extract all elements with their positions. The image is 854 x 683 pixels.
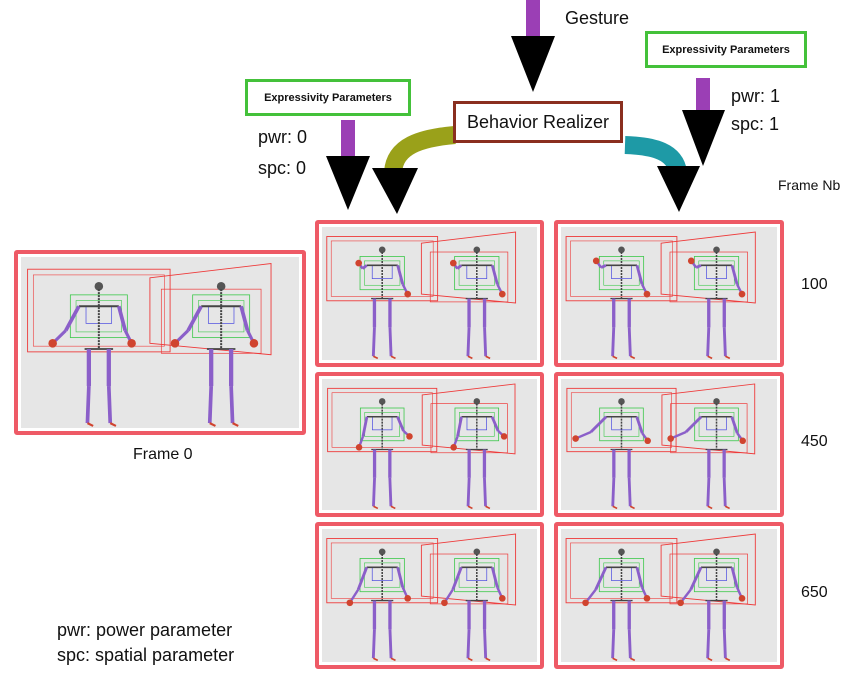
left-expressivity-title: Expressivity Parameters <box>264 91 392 104</box>
skeleton-front <box>566 387 677 510</box>
skeleton-scene <box>566 383 756 510</box>
frame0-panel <box>14 250 306 435</box>
frame-nb-header: Frame Nb <box>778 177 841 193</box>
right-expressivity-box: Expressivity Parameters <box>645 31 807 68</box>
skeleton-front <box>565 236 678 360</box>
legend-spc: spc: spatial parameter <box>57 645 235 665</box>
panel-pwr1-frame450 <box>554 372 784 517</box>
skeleton-perspective <box>420 533 517 662</box>
frame-number-450: 450 <box>801 433 828 450</box>
right-curve-arrow <box>624 136 700 212</box>
skeleton-scene <box>565 533 756 662</box>
left-curve-arrow <box>372 126 456 214</box>
skeleton-perspective <box>420 231 517 360</box>
behavior-realizer-label: Behavior Realizer <box>466 111 610 132</box>
skeleton-perspective <box>421 383 516 510</box>
skeleton-front <box>326 236 439 360</box>
gesture-label: Gesture <box>565 8 630 28</box>
skeleton-scene <box>326 533 517 662</box>
skeleton-perspective <box>660 231 756 360</box>
panel-pwr1-frame650 <box>554 522 784 669</box>
skeleton-scene <box>327 383 516 510</box>
skeleton-scene <box>27 263 272 427</box>
right-params-arrow <box>682 78 725 166</box>
left-params-arrow <box>326 120 370 210</box>
skeleton-perspective <box>660 533 756 662</box>
skeleton-scene <box>326 231 517 360</box>
right-pwr-value: pwr: 1 <box>731 86 781 106</box>
right-spc-value: spc: 1 <box>731 114 780 134</box>
panel-pwr0-frame650 <box>315 522 544 669</box>
skeleton-scene <box>565 231 756 360</box>
left-spc-value: spc: 0 <box>258 158 307 178</box>
skeleton-front <box>327 387 438 510</box>
legend-pwr: pwr: power parameter <box>57 620 233 640</box>
frame-number-100: 100 <box>801 276 828 293</box>
frame-number-650: 650 <box>801 584 828 601</box>
panel-pwr0-frame450 <box>315 372 544 517</box>
right-expressivity-title: Expressivity Parameters <box>662 43 790 56</box>
gesture-arrow <box>511 0 555 92</box>
skeleton-front <box>326 538 439 662</box>
left-pwr-value: pwr: 0 <box>258 127 308 147</box>
behavior-realizer-box: Behavior Realizer <box>453 101 623 143</box>
skeleton-perspective <box>149 263 272 427</box>
left-expressivity-box: Expressivity Parameters <box>245 79 411 116</box>
skeleton-front <box>27 268 171 427</box>
skeleton-perspective <box>661 383 756 510</box>
skeleton-front <box>565 538 678 662</box>
panel-pwr0-frame100 <box>315 220 544 367</box>
panel-pwr1-frame100 <box>554 220 784 367</box>
frame0-label: Frame 0 <box>133 446 193 463</box>
